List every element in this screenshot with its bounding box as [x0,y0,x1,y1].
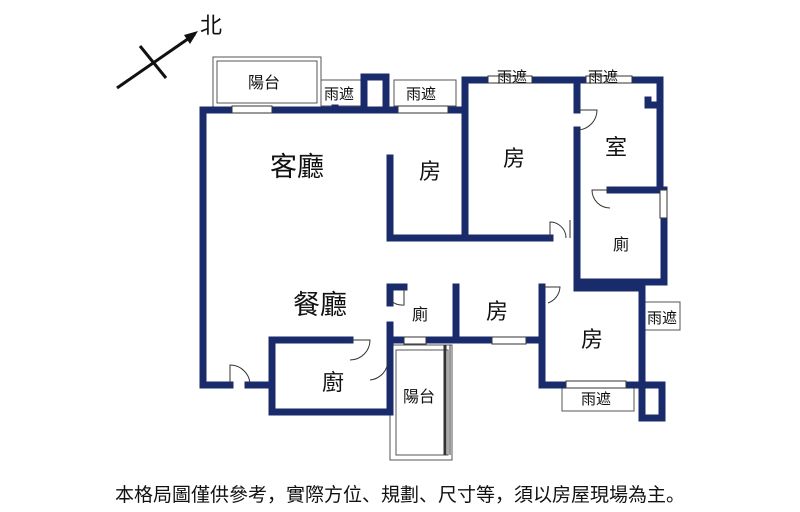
compass-arrow-head [184,31,198,44]
windows [231,75,668,389]
north-label: 北 [200,14,222,39]
balcony-bottom [389,344,453,461]
canopy-label-3: 雨遮 [497,68,527,86]
dining-room-label: 餐廳 [293,290,347,321]
bath-lower-label: 廁 [412,305,428,324]
canopy-label-1: 雨遮 [324,85,354,103]
bath-upper-label: 廁 [613,235,629,254]
canopy-label-6: 雨遮 [581,390,611,408]
balcony-bottom-label: 陽台 [403,387,435,406]
canopy-label-4: 雨遮 [588,68,618,86]
canopy-label-2: 雨遮 [406,85,436,103]
canopy-label-5: 雨遮 [647,309,677,327]
north-compass: 北 [116,14,222,90]
kitchen-label: 廚 [322,371,344,396]
room-b-label: 房 [503,147,525,172]
living-room-label: 客廳 [270,152,324,183]
balcony-top-label: 陽台 [248,73,280,92]
walls [199,73,668,422]
room-a-label: 房 [419,160,441,185]
disclaimer-text: 本格局圖僅供參考，實際方位、規劃、尺寸等，須以房屋現場為主。 [114,484,685,506]
master-room-label: 室 [605,136,627,161]
room-c-label: 房 [486,300,508,325]
room-d-label: 房 [581,328,603,353]
doors [229,109,611,386]
